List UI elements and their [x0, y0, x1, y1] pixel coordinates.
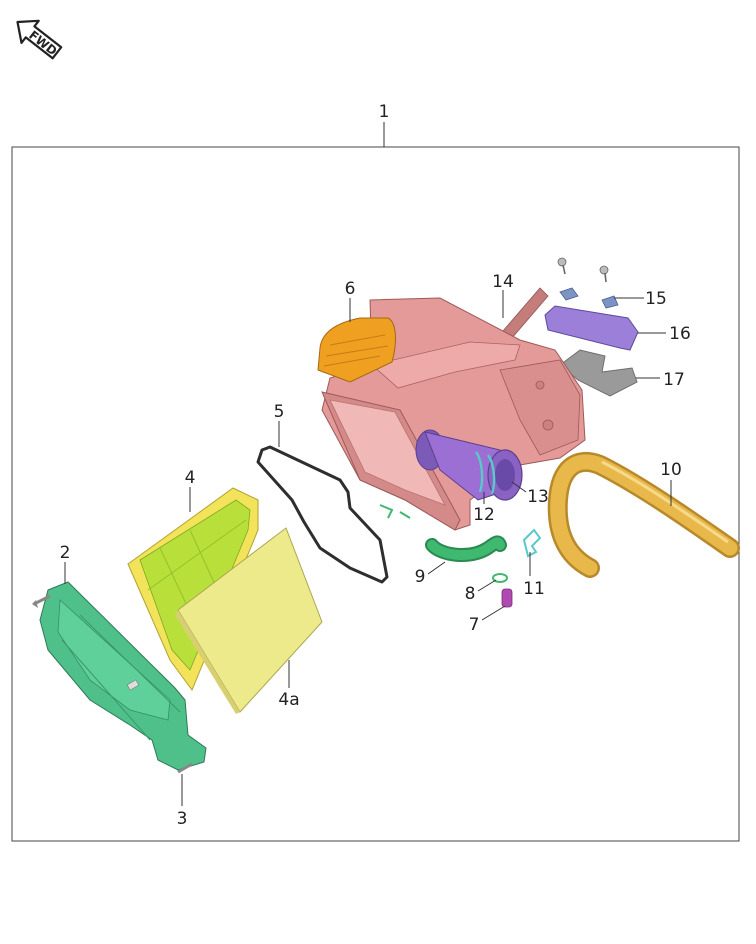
screws-and-clips [557, 257, 619, 309]
callout-14: 14 [492, 272, 514, 292]
gasket [256, 445, 389, 584]
callout-4: 4 [185, 468, 196, 488]
orange-lid [317, 317, 396, 383]
drain-plug [501, 588, 513, 608]
purple-cover-block [544, 305, 639, 351]
cover-screws [32, 594, 193, 774]
callout-16: 16 [669, 324, 691, 344]
callout-13: 13 [527, 487, 549, 507]
fwd-arrow-icon: FWD [16, 19, 63, 60]
grey-bracket [559, 349, 638, 397]
callout-10: 10 [660, 460, 682, 480]
leader-7 [481, 605, 506, 621]
hose-clip [492, 573, 508, 583]
callout-4a: 4a [278, 690, 299, 710]
throttle-body [415, 429, 523, 501]
filter-frame [127, 487, 259, 692]
callout-1: 1 [379, 102, 390, 122]
housing-clips [379, 504, 411, 519]
callout-17: 17 [663, 370, 685, 390]
assembly-frame [11, 146, 740, 842]
green-cover [39, 581, 207, 771]
callout-2: 2 [60, 543, 71, 563]
callout-15: 15 [645, 289, 667, 309]
callout-3: 3 [177, 809, 188, 829]
leader-13 [511, 481, 527, 493]
teal-clamp [522, 528, 542, 558]
callout-8: 8 [465, 584, 476, 604]
callout-7: 7 [469, 615, 480, 635]
callout-12: 12 [473, 505, 495, 525]
filter-element [175, 527, 323, 714]
callout-11: 11 [523, 579, 545, 599]
leader-9 [427, 561, 446, 575]
intake-hose [547, 451, 740, 578]
callout-9: 9 [415, 567, 426, 587]
callout-6: 6 [345, 279, 356, 299]
callout-5: 5 [274, 402, 285, 422]
leader-8 [477, 579, 497, 592]
